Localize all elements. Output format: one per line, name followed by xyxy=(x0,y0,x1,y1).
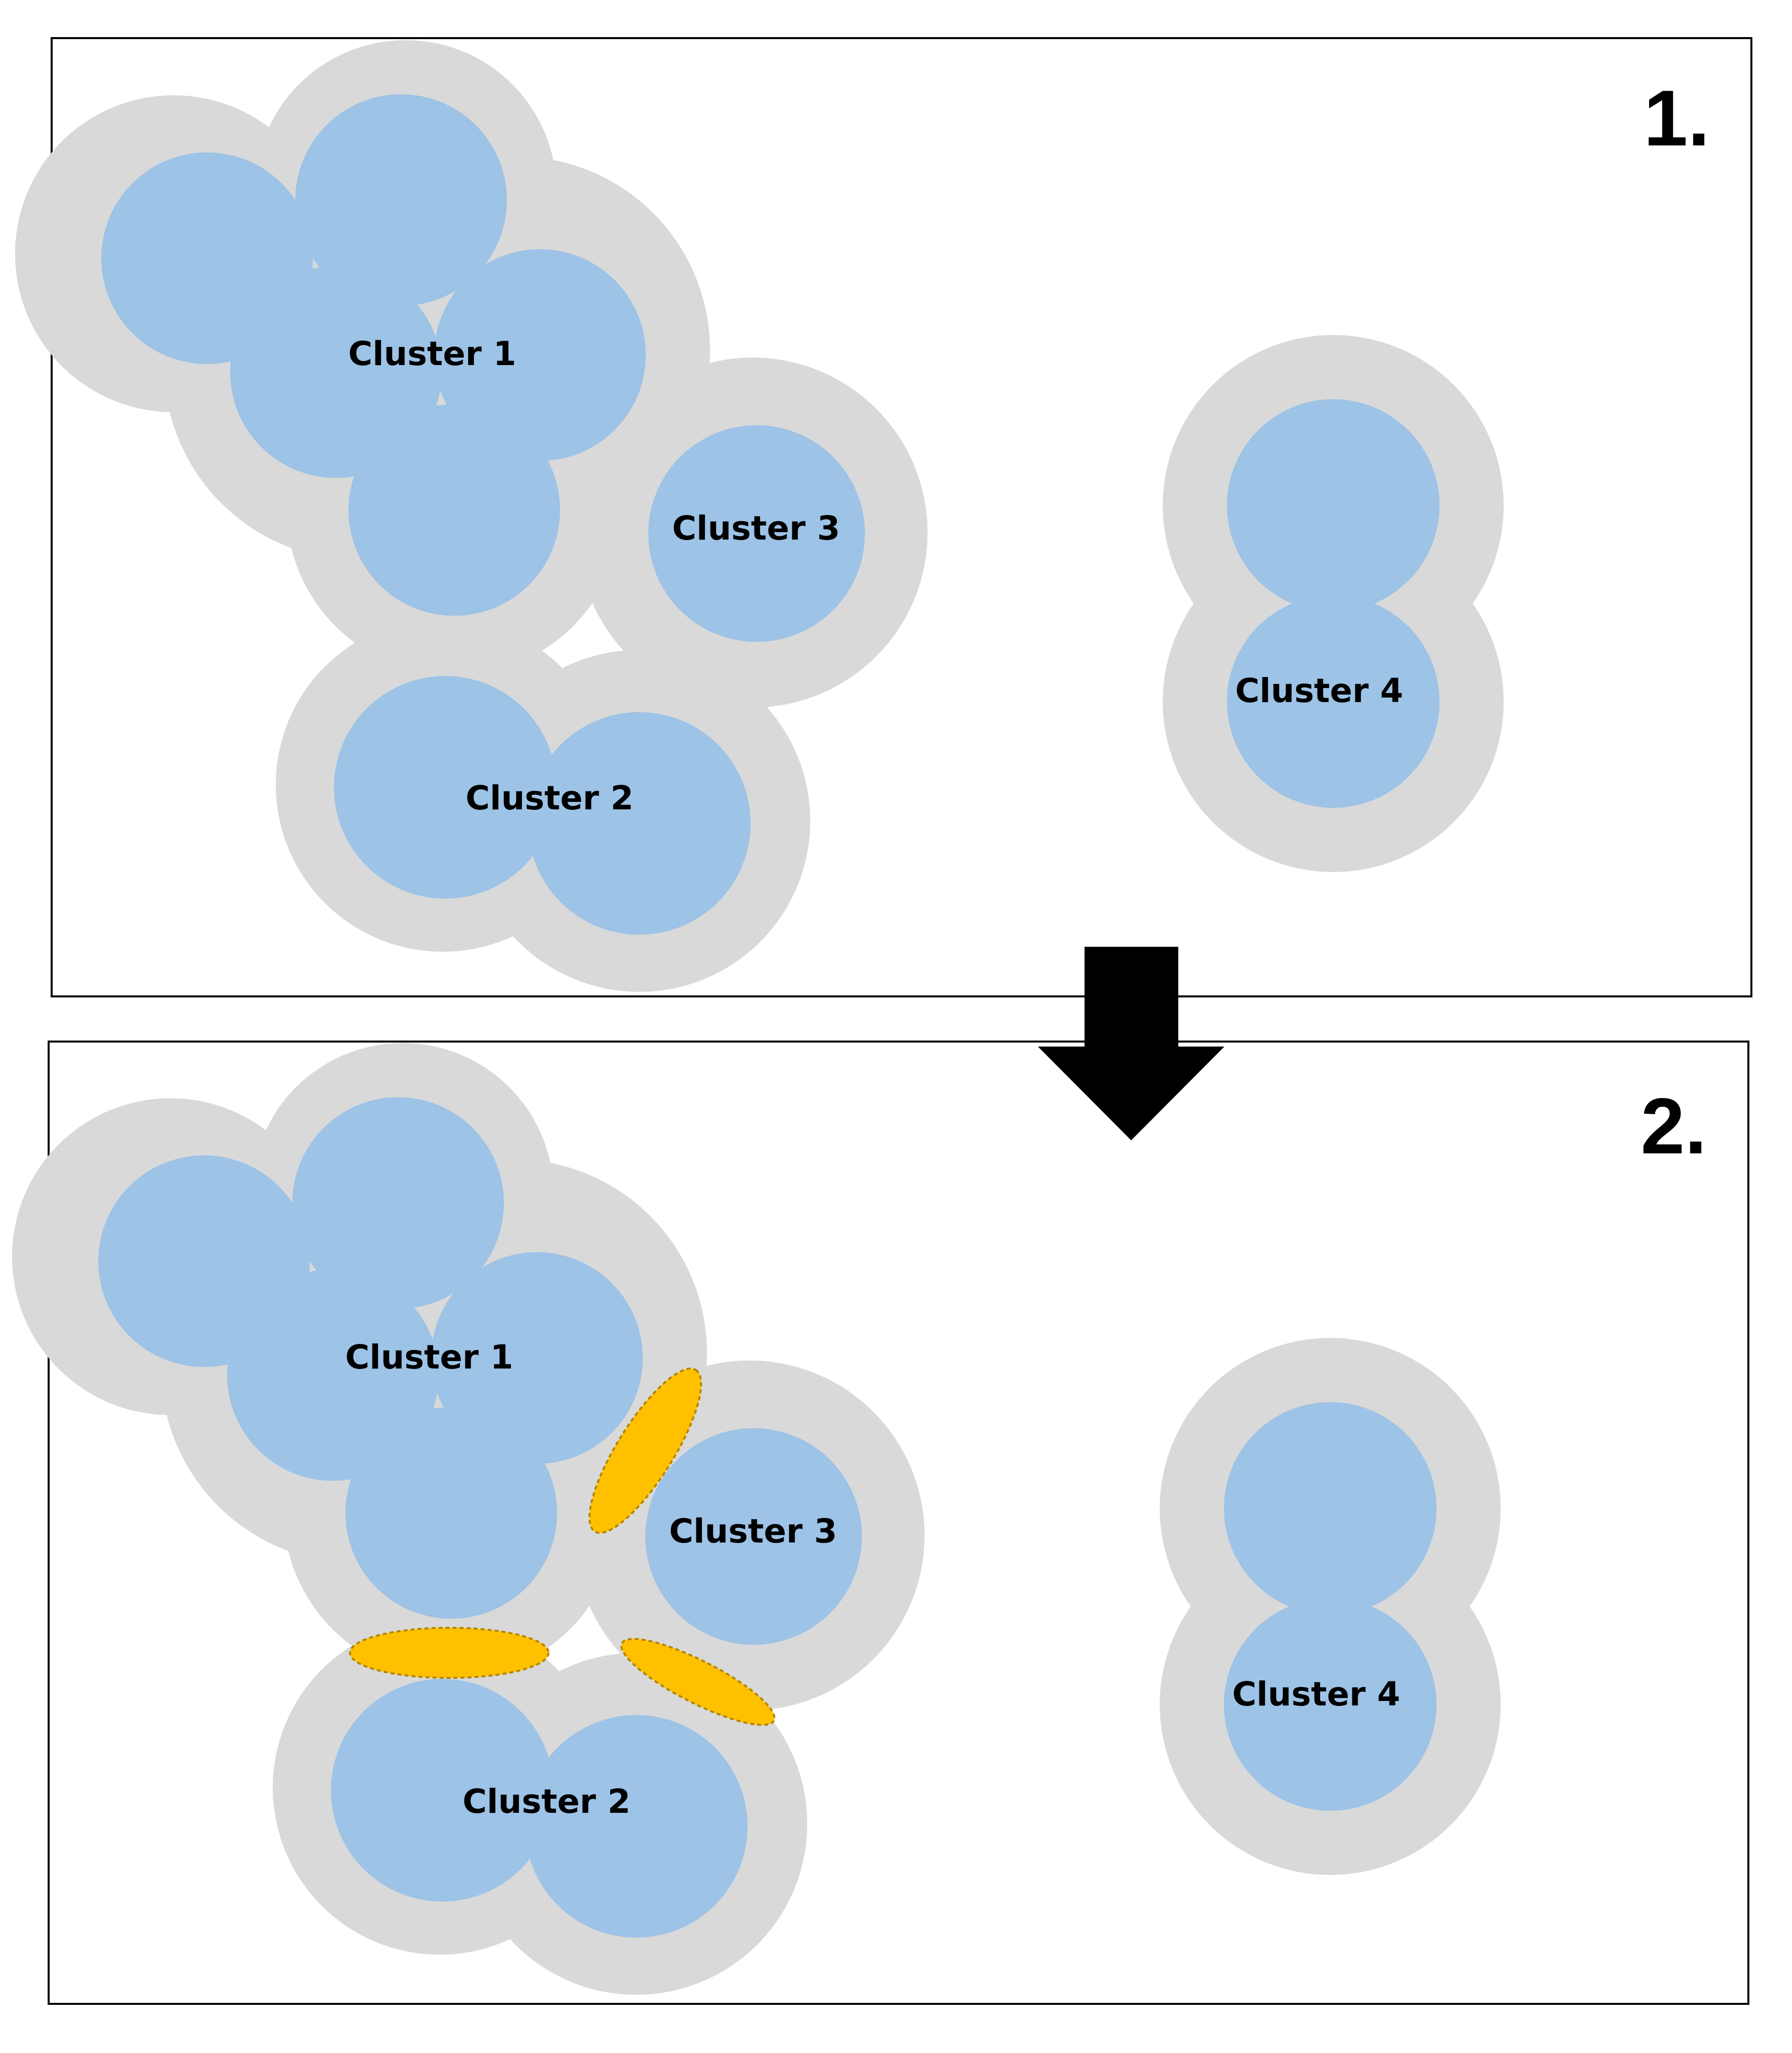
panel-1: Cluster 1 Cluster 3 Cluster 2 Cluster 4 … xyxy=(15,37,1752,997)
cluster-2-label: Cluster 2 xyxy=(462,1782,630,1821)
cluster-1-core xyxy=(434,249,646,461)
cluster-1-core xyxy=(348,404,560,616)
panel-2-frame xyxy=(48,1041,1749,2005)
cluster-3-label: Cluster 3 xyxy=(669,1512,837,1551)
cluster-2-core xyxy=(525,1715,748,1938)
cluster-1-core xyxy=(431,1252,643,1464)
panel-2-cores xyxy=(98,1097,1437,1938)
cluster-2-core xyxy=(528,712,751,935)
contact-zone-cluster-1-3 xyxy=(588,1367,702,1534)
cluster-1-core xyxy=(295,94,507,306)
contact-zone-cluster-1-2 xyxy=(349,1627,550,1679)
cluster-1-core xyxy=(227,1269,439,1481)
cluster-1-label: Cluster 1 xyxy=(348,334,516,373)
cluster-3-core xyxy=(645,1428,862,1645)
cluster-4-core xyxy=(1227,399,1440,612)
cluster-4-label: Cluster 4 xyxy=(1235,671,1403,710)
cluster-2-label: Cluster 2 xyxy=(465,779,633,817)
cluster-1-label: Cluster 1 xyxy=(345,1338,513,1377)
cluster-3-label: Cluster 3 xyxy=(672,509,840,548)
panel-1-number: 1. xyxy=(1644,74,1710,162)
cluster-2-core xyxy=(334,676,557,899)
cluster-4-label: Cluster 4 xyxy=(1232,1675,1400,1714)
panel-1-cores xyxy=(101,94,1440,935)
cluster-2-core xyxy=(331,1679,554,1902)
contact-zone-cluster-2-3 xyxy=(620,1638,776,1726)
panel-2-number: 2. xyxy=(1641,1082,1707,1170)
cluster-1-core xyxy=(292,1097,504,1309)
panel-2-contact-zones xyxy=(349,1367,776,1726)
cluster-1-core xyxy=(345,1407,557,1619)
panel-2: Cluster 1 Cluster 3 Cluster 2 Cluster 4 … xyxy=(12,1041,1749,2005)
panel-1-frame xyxy=(51,37,1752,997)
cluster-4-core xyxy=(1224,1598,1437,1811)
down-arrow-icon xyxy=(1038,947,1224,1140)
cluster-4-core xyxy=(1227,595,1440,808)
cluster-1-core xyxy=(230,266,442,478)
cluster-4-core xyxy=(1224,1402,1437,1615)
cluster-3-core xyxy=(648,425,865,642)
